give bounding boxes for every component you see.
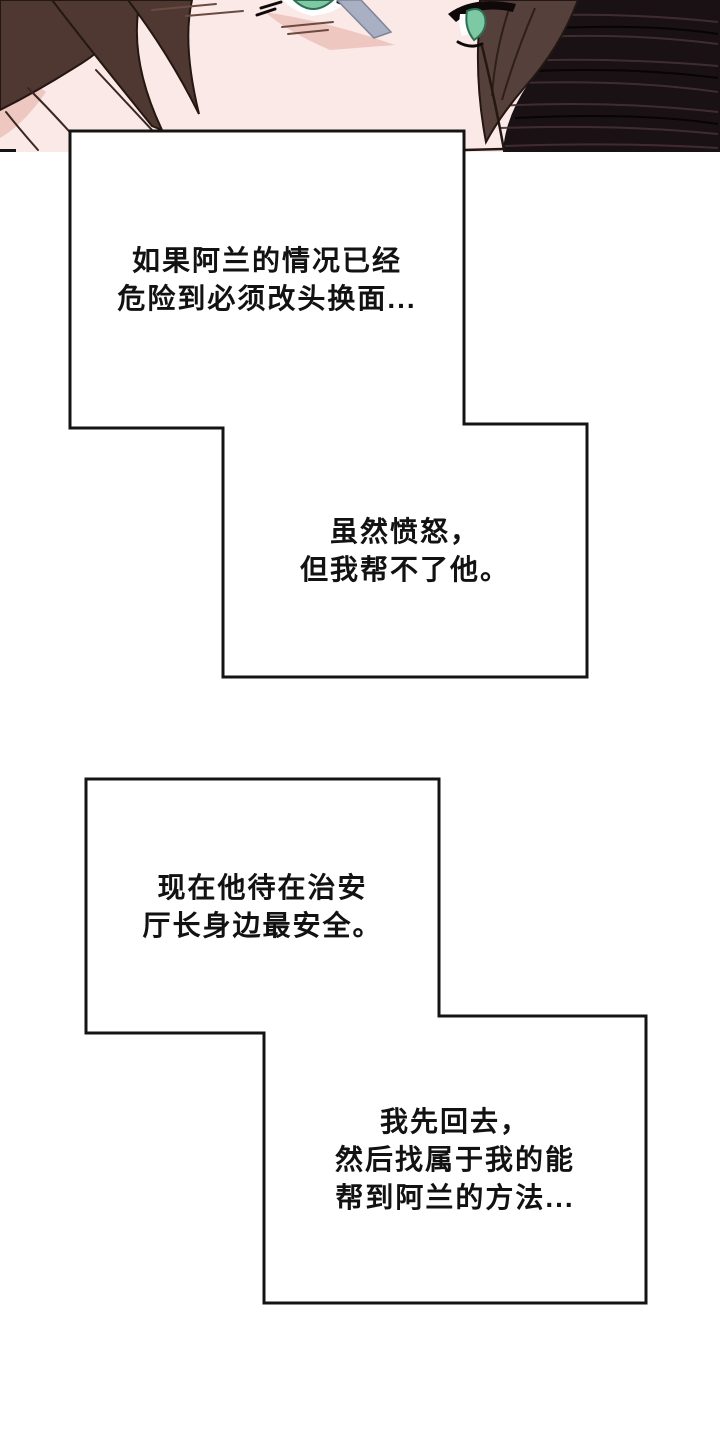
right-eye xyxy=(448,1,516,152)
thought-bubble-group-2-outline xyxy=(84,777,648,1305)
thought-bubble-group-1-outline xyxy=(68,129,589,679)
brown-hair-lock xyxy=(476,0,580,145)
thought-text-2: 虽然愤怒， 但我帮不了他。 xyxy=(299,515,510,585)
left-hair-strands xyxy=(0,0,200,132)
thought-text-1: 如果阿兰的情况已经 危险到必须改头换面... xyxy=(117,244,417,314)
thought-text-4: 我先回去， 然后找属于我的能 帮到阿兰的方法... xyxy=(334,1105,575,1213)
panel-edge-line xyxy=(0,149,16,152)
hair-strand-lines xyxy=(5,3,244,151)
character-artwork xyxy=(0,0,720,152)
hairpin-blade xyxy=(335,0,393,39)
thought-text-3: 现在他待在治安 厅长身边最安全。 xyxy=(142,872,383,941)
